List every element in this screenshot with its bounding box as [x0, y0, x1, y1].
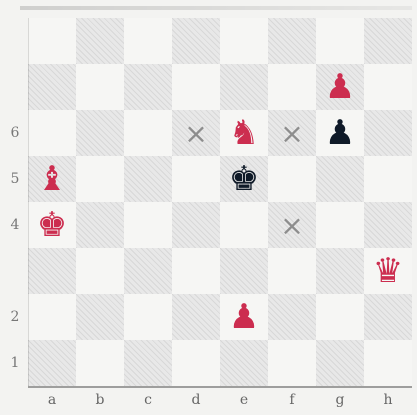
square-e8[interactable]: [220, 18, 268, 64]
square-h7[interactable]: [364, 64, 412, 110]
cross-mark-glyph: ×: [280, 209, 303, 242]
square-d1[interactable]: [172, 340, 220, 386]
square-f5[interactable]: [268, 156, 316, 202]
square-d4[interactable]: [172, 202, 220, 248]
square-b7[interactable]: [76, 64, 124, 110]
square-f8[interactable]: [268, 18, 316, 64]
square-a8[interactable]: [28, 18, 76, 64]
square-g1[interactable]: [316, 340, 364, 386]
square-g4[interactable]: [316, 202, 364, 248]
square-f2[interactable]: [268, 294, 316, 340]
file-label: g: [316, 392, 364, 408]
rank-label: 6: [6, 125, 24, 141]
square-b5[interactable]: [76, 156, 124, 202]
square-b8[interactable]: [76, 18, 124, 64]
black-king-piece-icon[interactable]: ♚: [220, 156, 268, 202]
pawn-glyph: ♟: [325, 70, 355, 104]
rank-label: 5: [6, 171, 24, 187]
square-a7[interactable]: [28, 64, 76, 110]
red-knight-piece-icon[interactable]: ♞: [220, 110, 268, 156]
square-f3[interactable]: [268, 248, 316, 294]
square-c5[interactable]: [124, 156, 172, 202]
cross-mark-icon: ×: [172, 110, 220, 156]
square-g3[interactable]: [316, 248, 364, 294]
king-glyph: ♚: [37, 208, 67, 242]
red-bishop-piece-icon[interactable]: ♝: [28, 156, 76, 202]
square-f7[interactable]: [268, 64, 316, 110]
file-label: d: [172, 392, 220, 408]
square-b3[interactable]: [76, 248, 124, 294]
square-a1[interactable]: [28, 340, 76, 386]
square-f1[interactable]: [268, 340, 316, 386]
file-label: c: [124, 392, 172, 408]
square-e4[interactable]: [220, 202, 268, 248]
square-e7[interactable]: [220, 64, 268, 110]
square-h4[interactable]: [364, 202, 412, 248]
pawn-glyph: ♟: [229, 300, 259, 334]
square-d2[interactable]: [172, 294, 220, 340]
red-king-piece-icon[interactable]: ♚: [28, 202, 76, 248]
cross-mark-glyph: ×: [280, 117, 303, 150]
square-d5[interactable]: [172, 156, 220, 202]
square-a6[interactable]: [28, 110, 76, 156]
bottom-border: [28, 386, 412, 388]
cross-mark-icon: ×: [268, 202, 316, 248]
square-c2[interactable]: [124, 294, 172, 340]
left-border: [28, 18, 29, 386]
red-pawn-piece-icon[interactable]: ♟: [220, 294, 268, 340]
square-b2[interactable]: [76, 294, 124, 340]
rank-label: 4: [6, 217, 24, 233]
square-c3[interactable]: [124, 248, 172, 294]
square-c4[interactable]: [124, 202, 172, 248]
square-a2[interactable]: [28, 294, 76, 340]
cross-mark-glyph: ×: [184, 117, 207, 150]
file-label: h: [364, 392, 412, 408]
red-pawn-piece-icon[interactable]: ♟: [316, 64, 364, 110]
bishop-glyph: ♝: [37, 162, 67, 196]
square-a3[interactable]: [28, 248, 76, 294]
square-g8[interactable]: [316, 18, 364, 64]
knight-glyph: ♞: [229, 116, 259, 150]
square-b1[interactable]: [76, 340, 124, 386]
square-h2[interactable]: [364, 294, 412, 340]
square-d8[interactable]: [172, 18, 220, 64]
pawn-glyph: ♟: [325, 116, 355, 150]
rank-label: 2: [6, 309, 24, 325]
square-c1[interactable]: [124, 340, 172, 386]
cross-mark-icon: ×: [268, 110, 316, 156]
square-e3[interactable]: [220, 248, 268, 294]
square-c8[interactable]: [124, 18, 172, 64]
square-h6[interactable]: [364, 110, 412, 156]
square-g5[interactable]: [316, 156, 364, 202]
square-h5[interactable]: [364, 156, 412, 202]
square-b6[interactable]: [76, 110, 124, 156]
file-label: e: [220, 392, 268, 408]
square-c7[interactable]: [124, 64, 172, 110]
square-h1[interactable]: [364, 340, 412, 386]
black-pawn-piece-icon[interactable]: ♟: [316, 110, 364, 156]
square-h8[interactable]: [364, 18, 412, 64]
square-g2[interactable]: [316, 294, 364, 340]
square-b4[interactable]: [76, 202, 124, 248]
rank-label: 1: [6, 355, 24, 371]
red-queen-piece-icon[interactable]: ♛: [364, 248, 412, 294]
top-border: [20, 6, 412, 10]
square-c6[interactable]: [124, 110, 172, 156]
chessboard[interactable]: × × × ♟ ♞ ♟ ♝ ♚ ♚ ♛ ♟: [28, 18, 412, 386]
square-d3[interactable]: [172, 248, 220, 294]
file-label: a: [28, 392, 76, 408]
square-e1[interactable]: [220, 340, 268, 386]
king-glyph: ♚: [229, 162, 259, 196]
file-label: f: [268, 392, 316, 408]
queen-glyph: ♛: [373, 254, 403, 288]
file-label: b: [76, 392, 124, 408]
square-d7[interactable]: [172, 64, 220, 110]
